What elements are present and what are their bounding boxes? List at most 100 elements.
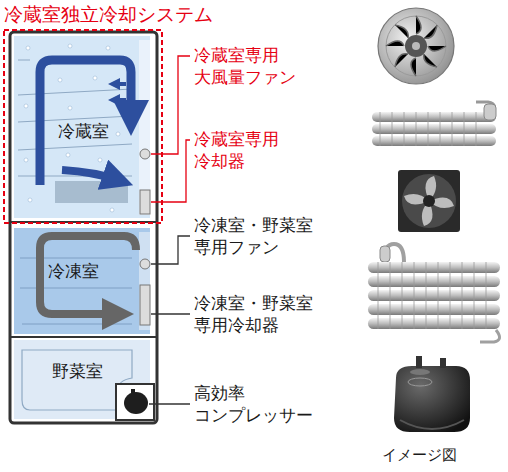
- air-dots-part: [24, 158, 28, 162]
- cooler-icon-small-part: [372, 136, 496, 146]
- fridge-body-part: [18, 60, 132, 176]
- cold-air-arrows: [40, 60, 136, 314]
- fridge-body-part: [10, 336, 157, 338]
- compressor-icon-part: [408, 378, 432, 386]
- fridge-body-part: [14, 36, 150, 218]
- square-fan-icon-part: [398, 170, 460, 232]
- cooler-icon-small-part-part: [392, 112, 393, 146]
- air-dots-part: [116, 132, 120, 136]
- compartment: 冷蔵室: [14, 36, 150, 218]
- cooler-icon-large-part-part: [462, 262, 463, 329]
- cooler-icon-large-part: [378, 262, 486, 329]
- air-dots-part: [98, 158, 102, 162]
- fridge-body-part: [116, 384, 154, 420]
- part-callout: 冷凍室・野菜室 専用冷却器: [194, 292, 322, 336]
- cold-air-arrows-part: [62, 170, 118, 180]
- cooler-icon-large-part: [368, 276, 500, 287]
- cooler-icon-large-part-part: [390, 262, 391, 329]
- compressor-icon-part: [416, 356, 422, 368]
- air-dots-part: [110, 208, 114, 212]
- cooler-icon-large-part-part: [426, 262, 427, 329]
- cooler-icon-small-part-part: [416, 112, 417, 146]
- compressor-icon-part: [410, 369, 430, 375]
- part-callout: 冷凍室・野菜室 専用ファン: [194, 214, 322, 258]
- sirocco-fan-icon-part-part: [428, 46, 446, 51]
- sirocco-fan-icon-part-part: [395, 25, 408, 38]
- duct-parts-part: [140, 285, 150, 325]
- air-dots-part: [24, 104, 28, 108]
- fridge-body-part-part: [22, 324, 132, 325]
- compressor-icon-part: [400, 420, 464, 429]
- fridge-body-part: [124, 392, 148, 414]
- air-dots-part: [26, 46, 30, 50]
- cold-air-arrows-part: [40, 236, 136, 314]
- air-dots-part: [106, 46, 110, 50]
- diagram-title: 冷蔵室独立冷却システム: [4, 2, 213, 27]
- sirocco-fan-icon-part-part: [416, 16, 421, 34]
- compartment-name: 冷凍室: [48, 260, 99, 282]
- cooler-icon-small-part: [372, 112, 496, 122]
- air-dots-part: [58, 78, 62, 82]
- leader-lines-part: [149, 403, 190, 404]
- sirocco-fan-icon-part: [405, 35, 427, 57]
- cooler-icon-small-part-part: [404, 112, 405, 146]
- square-fan-icon-part: [402, 174, 456, 228]
- system-bracket: [4, 30, 162, 223]
- sirocco-fan-icon-part-part: [411, 58, 416, 76]
- compartment-name: 野菜室: [52, 360, 103, 382]
- cooler-icon-large-part-part: [438, 262, 439, 329]
- duct-parts-part: [139, 232, 150, 330]
- sirocco-fan-icon-part: [386, 16, 446, 76]
- sirocco-fan-icon-part-part: [424, 54, 437, 67]
- compressor-icon: [394, 356, 470, 432]
- duct-parts-part: [140, 149, 150, 159]
- cooler-icon-large-part: [368, 304, 500, 315]
- cooler-icon-large-part-part: [450, 262, 451, 329]
- leader-lines-part: [151, 56, 190, 154]
- cooler-icon-small-part-part: [476, 112, 477, 146]
- duct-parts-part: [140, 259, 150, 269]
- air-dots-part: [66, 153, 70, 157]
- sirocco-fan-icon-part: [386, 16, 446, 76]
- cooler-icon-large-part: [380, 246, 390, 262]
- fridge-body-part: [14, 228, 150, 334]
- leader-lines: [149, 56, 190, 404]
- air-dots-part: [68, 44, 72, 48]
- cooler-icon-small-part: [484, 104, 496, 120]
- sirocco-fan-icon-part-part: [386, 41, 404, 46]
- leader-lines-part: [151, 236, 190, 264]
- sirocco-fan-icon-part: [412, 42, 420, 50]
- sirocco-fan-icon-part-part: [395, 54, 408, 67]
- cooler-icon-small-part: [372, 124, 496, 134]
- compartment-name: 冷蔵室: [58, 120, 109, 142]
- cooler-icon-large-part-part: [414, 262, 415, 329]
- cooler-icon-small-part-part: [464, 112, 465, 146]
- part-callout: 冷蔵室専用 大風量ファン: [194, 44, 322, 88]
- fridge-body-part: [131, 389, 135, 394]
- fridge-body-part-part: [18, 144, 132, 150]
- cooler-icon-large-part-part: [402, 262, 403, 329]
- fridge-body-part-part: [18, 89, 132, 95]
- cooler-icon-small: [372, 102, 496, 146]
- part-callout: 高効率 コンプレッサー: [194, 382, 322, 426]
- sirocco-fan-icon: [378, 8, 454, 84]
- square-fan-icon: [398, 170, 460, 232]
- air-dots-part: [68, 106, 72, 110]
- cooler-icon-small-part-part: [452, 112, 453, 146]
- cooler-icon-large-part-part: [378, 262, 379, 329]
- square-fan-icon-part: [423, 195, 435, 207]
- duct-parts: [139, 40, 150, 330]
- leader-lines-part: [151, 313, 190, 314]
- cooler-icon-large-part: [368, 262, 500, 273]
- cooler-icon-large: [368, 244, 500, 342]
- cooler-icon-small-part-part: [440, 112, 441, 146]
- square-fan-icon-part: [404, 176, 454, 226]
- leader-lines-part: [151, 140, 190, 202]
- part-callout: 冷蔵室専用 冷却器: [194, 128, 322, 172]
- cooler-icon-small-part-part: [428, 112, 429, 146]
- sirocco-fan-icon-part: [378, 8, 454, 84]
- cooler-icon-large-part-part: [474, 262, 475, 329]
- air-dots-part: [93, 76, 97, 80]
- cooler-icon-small-part: [380, 112, 476, 146]
